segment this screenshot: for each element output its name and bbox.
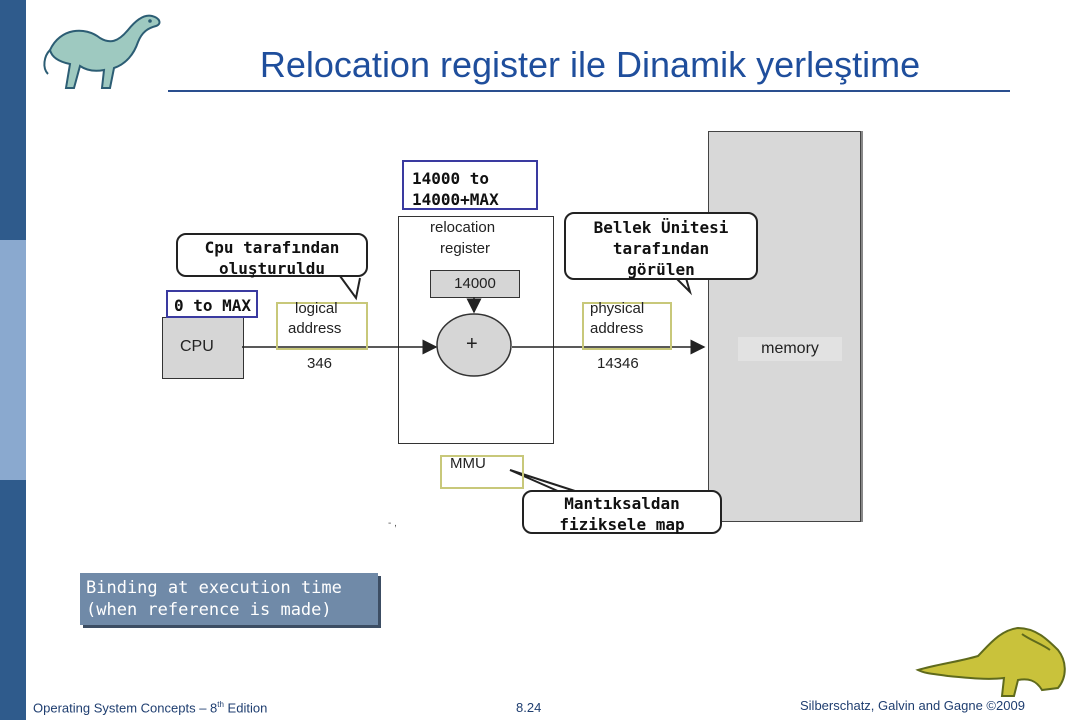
footer-page-number: 8.24: [516, 700, 542, 715]
physical-range-box: 14000 to 14000+MAX: [402, 160, 538, 210]
callout-logical-to-physical: Mantıksaldan fiziksele map: [522, 490, 722, 534]
relocation-label-line2: register: [440, 240, 491, 257]
callout-cpu-tail: [339, 275, 361, 301]
callout-memory-line1: Bellek Ünitesi: [593, 218, 729, 237]
callout-map-line1: Mantıksaldan: [564, 494, 680, 513]
binding-line1: Binding at execution time: [86, 578, 342, 598]
logical-label-line1: logical: [295, 300, 338, 317]
binding-line2: (when reference is made): [86, 600, 332, 620]
logical-address-highlight: [276, 302, 368, 350]
callout-memory-seen: Bellek Ünitesi tarafından görülen: [564, 212, 758, 280]
footer-left-prefix: Operating System Concepts – 8: [33, 700, 218, 716]
memory-block: [708, 131, 861, 522]
binding-note: Binding at execution time (when referenc…: [80, 573, 378, 625]
slide-title: Relocation register ile Dinamik yerleşti…: [259, 44, 921, 85]
callout-memory-line2: tarafından: [612, 239, 710, 258]
footer-left-suffix: Edition: [223, 700, 268, 716]
adder-circle: [436, 313, 512, 377]
side-bar-top: [0, 0, 26, 240]
relocation-label-line1: relocation: [430, 219, 496, 236]
side-bar-bottom: [0, 480, 26, 720]
footer-left-sup: th: [217, 700, 224, 709]
physical-address-value: 14346: [597, 355, 639, 372]
stray-mark: ‑ ,: [388, 518, 397, 529]
callout-cpu-line2: oluşturuldu: [219, 259, 325, 278]
title-rule: [168, 90, 1010, 92]
mmu-label-highlight: [440, 455, 524, 489]
memory-label: memory: [738, 337, 842, 361]
adder-symbol: +: [466, 333, 478, 355]
callout-map-line2: fiziksele map: [559, 515, 685, 534]
relocation-register-value: 14000: [430, 270, 520, 298]
physical-address-highlight: [582, 302, 672, 350]
logical-label-line2: address: [288, 320, 342, 337]
callout-map-tail: [509, 469, 579, 493]
cpu-label: CPU: [180, 338, 214, 355]
callout-memory-tail: [675, 277, 693, 296]
footer-left: Operating System Concepts – 8th Edition: [33, 700, 267, 715]
callout-cpu-line1: Cpu tarafından: [204, 238, 340, 257]
logical-address-value: 346: [307, 355, 333, 372]
physical-label-line1: physical: [590, 300, 645, 317]
callout-memory-line3: görülen: [627, 260, 695, 279]
mmu-label: MMU: [450, 455, 486, 472]
callout-cpu-generated: Cpu tarafından oluşturuldu: [176, 233, 368, 278]
physical-label-line2: address: [590, 320, 644, 337]
physical-range-line2: 14000+MAX: [412, 190, 499, 209]
cpu-box: [162, 317, 244, 379]
logical-range-box: 0 to MAX: [166, 290, 258, 318]
side-bar-middle: [0, 240, 26, 480]
logical-range-text: 0 to MAX: [174, 296, 252, 315]
dinosaur-logo-bottom: [915, 626, 1066, 697]
physical-range-line1: 14000 to: [412, 169, 490, 188]
footer-right: Silberschatz, Galvin and Gagne ©2009: [800, 698, 1025, 713]
